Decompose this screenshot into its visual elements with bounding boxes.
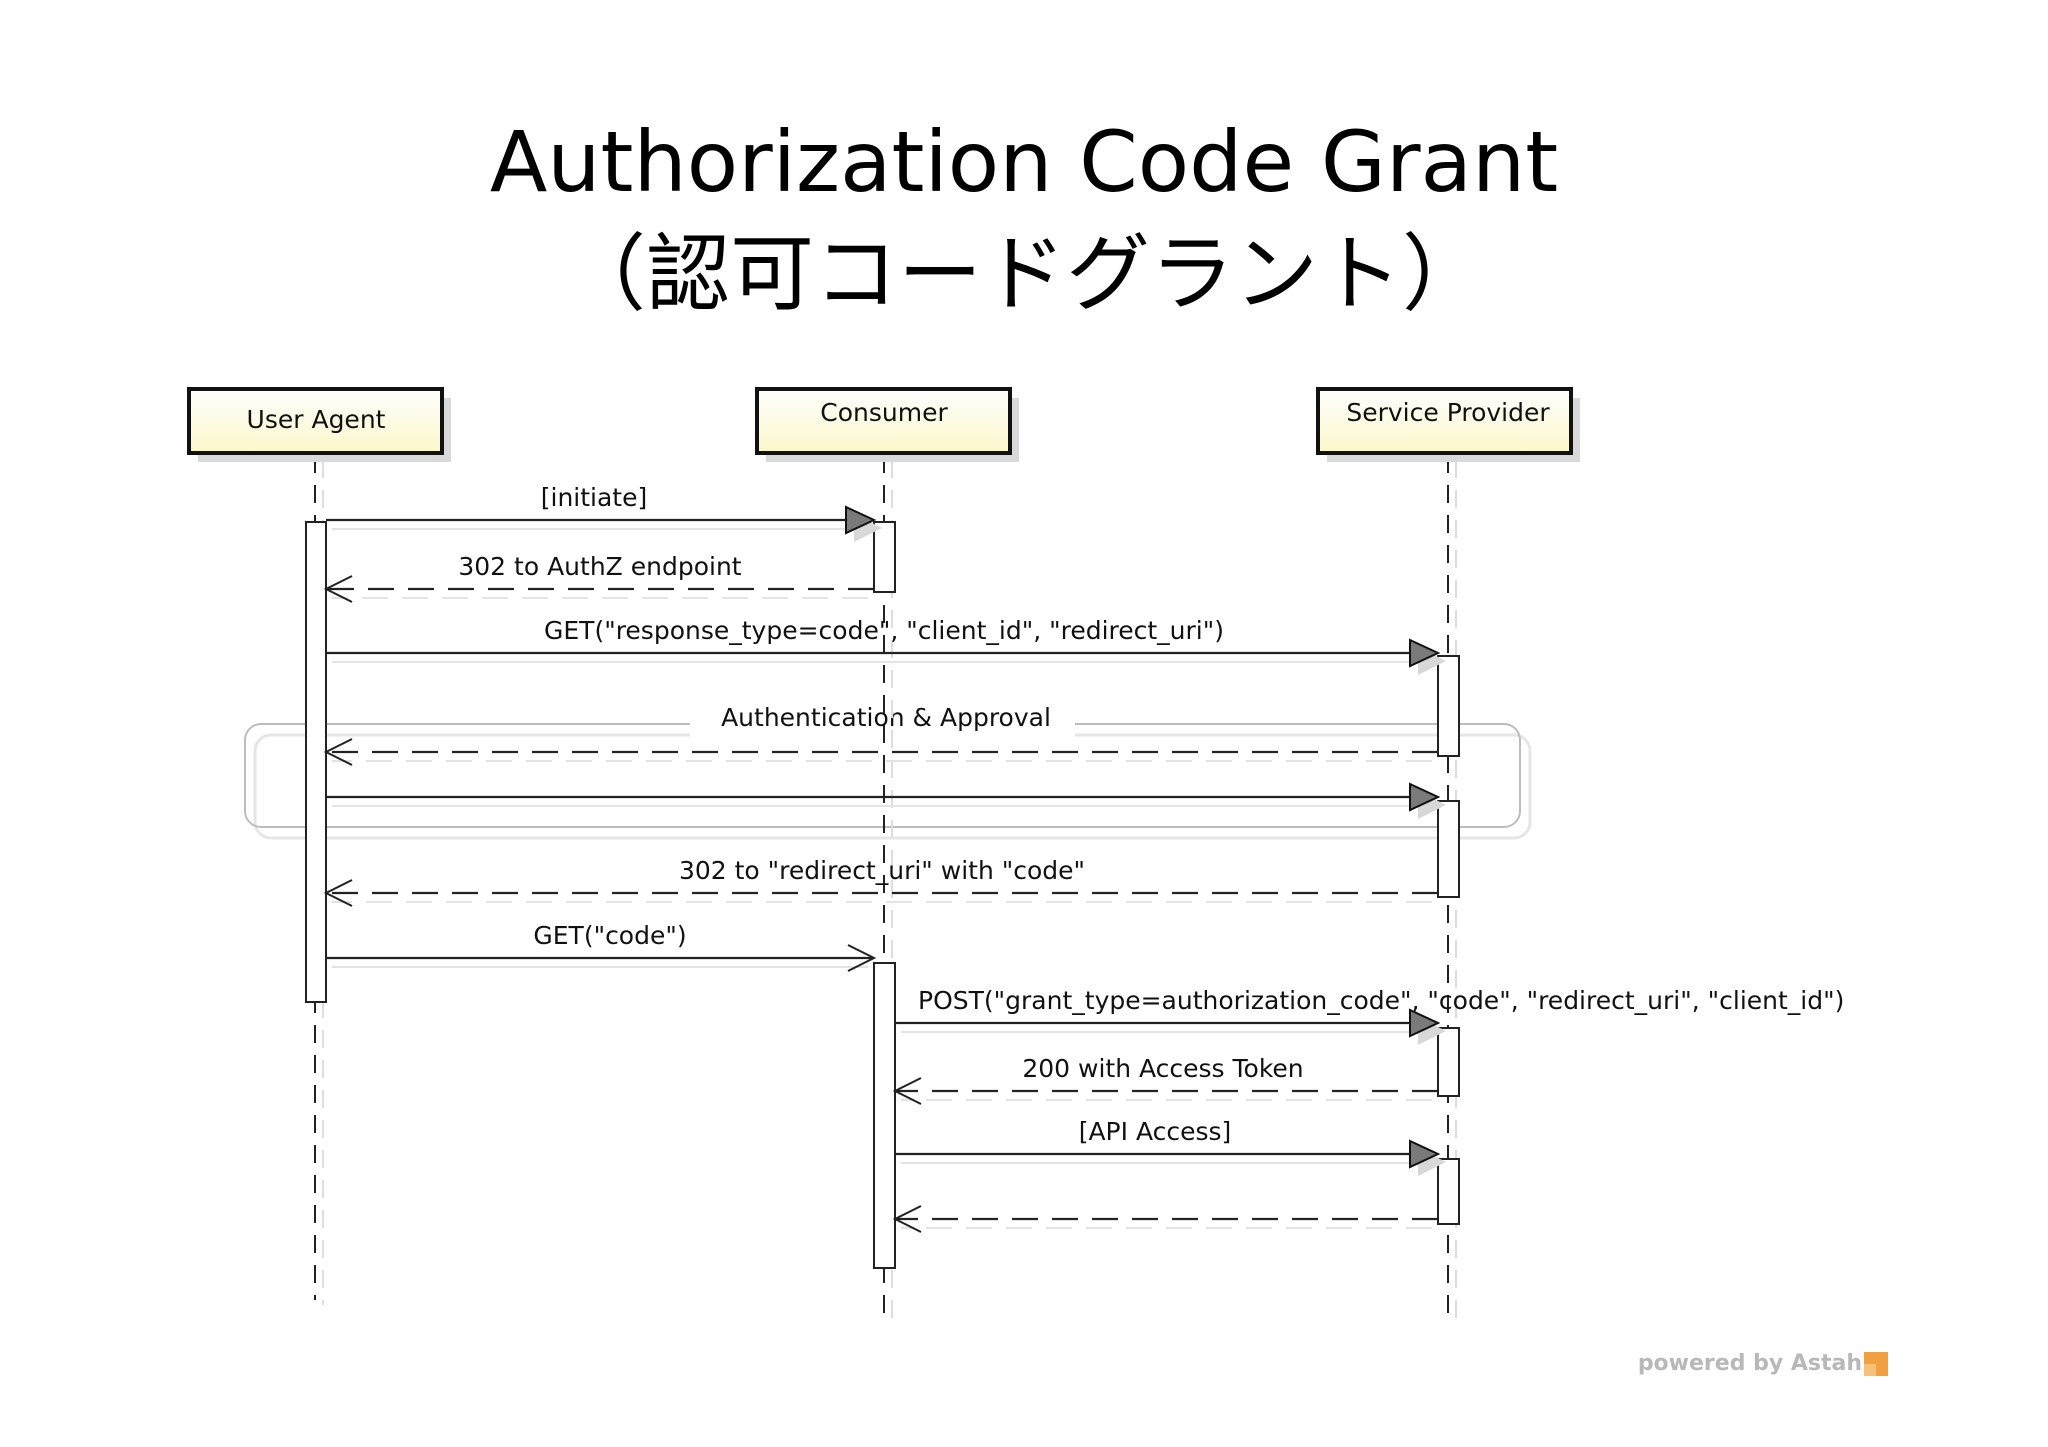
message-11: [892, 1205, 1438, 1233]
lifeline-label-user-agent: User Agent: [247, 405, 386, 434]
messages: [initiate] 302 to AuthZ endpointGET("resp…: [323, 483, 1844, 1233]
message-label: POST("grant_type=authorization_code", "c…: [918, 986, 1844, 1015]
message-5: [326, 782, 1446, 819]
activation-user-agent: [305, 521, 327, 1003]
arrowhead-filled: [1409, 1008, 1441, 1038]
lifeline-label-service-provider: Service Provider: [1346, 398, 1550, 427]
message-3: GET("response_type=code", "client_id", "…: [326, 616, 1446, 675]
arrowhead-open: [892, 1205, 922, 1233]
fragment-authentication-approval: Authentication & Approval: [244, 700, 1532, 840]
message-9: 200 with Access Token: [892, 1054, 1438, 1105]
arrowhead-filled: [1409, 782, 1441, 812]
astah-logo: powered by Astah: [1638, 1351, 1888, 1376]
message-1: [initiate]: [326, 483, 882, 542]
message-10: [API Access]: [895, 1117, 1446, 1176]
activation-consumer-2: [873, 962, 896, 1269]
activation-bars: [305, 521, 1460, 1269]
activation-consumer-1: [873, 521, 896, 593]
arrowhead-filled: [845, 505, 877, 535]
activation-provider-2: [1437, 800, 1460, 898]
arrowhead-open: [892, 1077, 922, 1105]
message-label: [API Access]: [1079, 1117, 1232, 1146]
arrowhead-open: [323, 575, 353, 603]
arrowhead-filled: [1409, 1139, 1441, 1169]
message-2: 302 to AuthZ endpoint: [323, 552, 874, 603]
message-label: GET("code"): [533, 921, 686, 950]
arrowhead-open: [847, 944, 877, 972]
arrowhead-open: [323, 738, 353, 766]
message-label: 200 with Access Token: [1022, 1054, 1303, 1083]
message-4: [323, 738, 1438, 766]
arrowhead-filled: [1409, 638, 1441, 668]
activation-provider-4: [1437, 1158, 1460, 1225]
message-8: POST("grant_type=authorization_code", "c…: [895, 986, 1844, 1045]
activation-provider-1: [1437, 655, 1460, 757]
message-label: GET("response_type=code", "client_id", "…: [544, 616, 1224, 645]
arrowhead-open: [323, 879, 353, 907]
message-label: 302 to AuthZ endpoint: [458, 552, 741, 581]
footer-brand: powered by Astah: [1638, 1351, 1862, 1376]
diagram-subtitle: （認可コードグラント）: [561, 225, 1486, 323]
message-6: 302 to "redirect_uri" with "code": [323, 856, 1438, 907]
activation-provider-3: [1437, 1027, 1460, 1097]
lifeline-service-provider: Service Provider: [1316, 387, 1580, 1325]
diagram-title: Authorization Code Grant: [489, 113, 1559, 211]
message-7: GET("code"): [326, 921, 877, 972]
message-label: 302 to "redirect_uri" with "code": [679, 856, 1085, 885]
fragment-label: Authentication & Approval: [721, 703, 1051, 732]
message-label: [initiate]: [541, 483, 648, 512]
lifeline-label-consumer: Consumer: [820, 398, 948, 427]
